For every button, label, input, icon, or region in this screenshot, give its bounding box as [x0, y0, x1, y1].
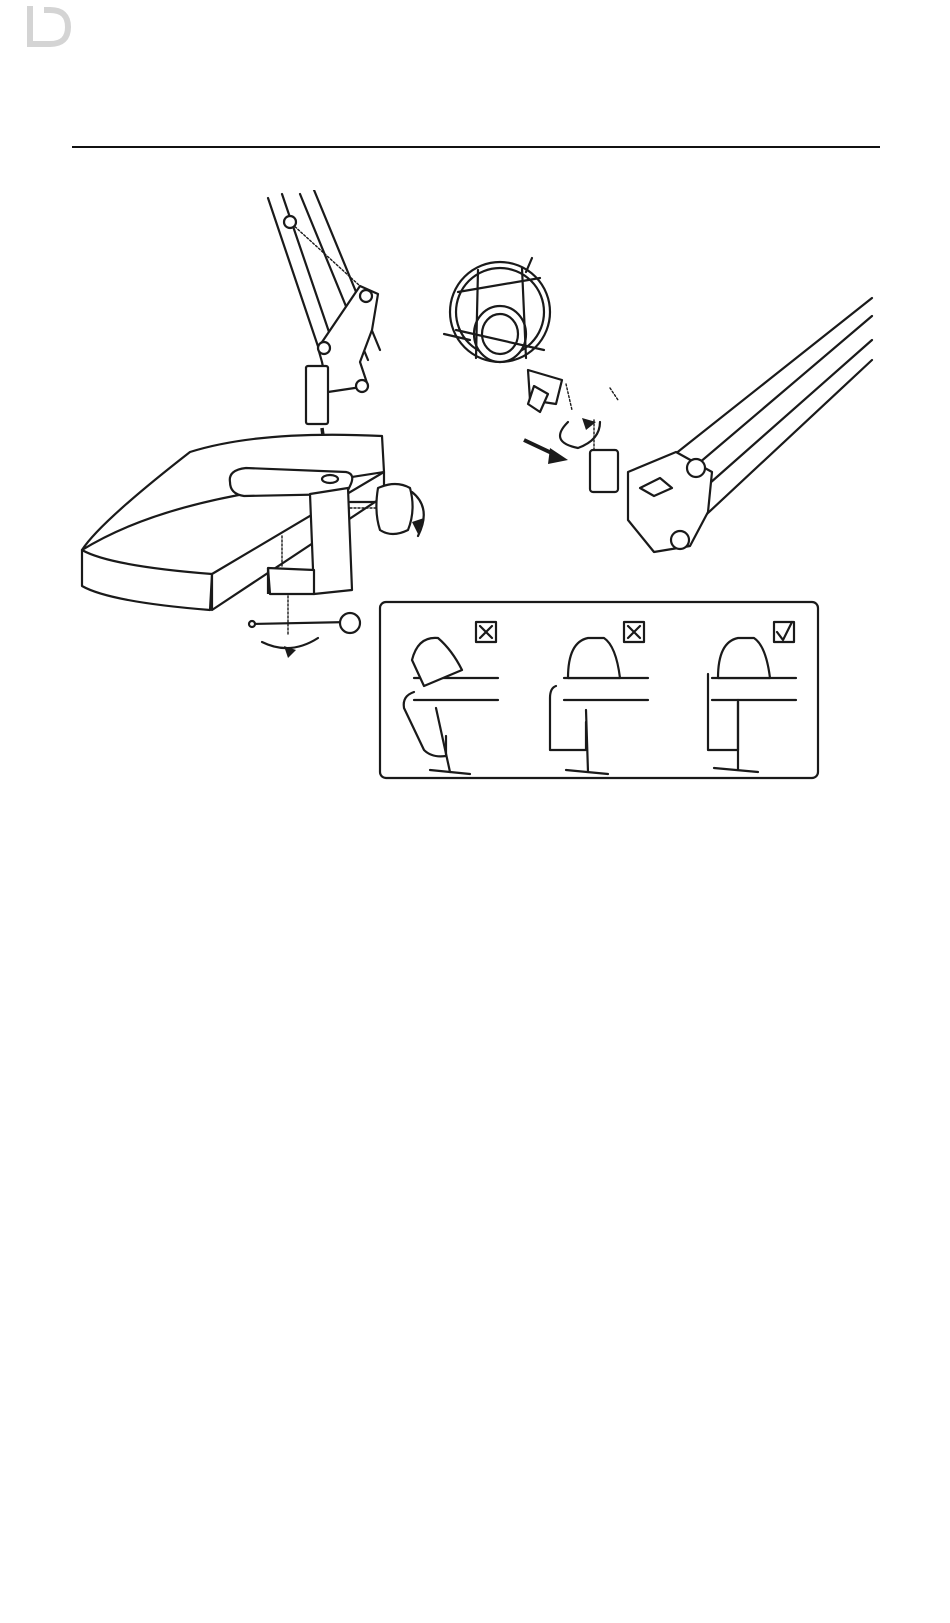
shock-mount-assembly — [444, 258, 872, 552]
header-divider — [72, 146, 880, 148]
clamp-placement-inset — [380, 602, 818, 778]
diagonal-arrow-icon — [548, 448, 568, 464]
assembly-illustration — [0, 190, 950, 810]
rotate-arrow-icon — [262, 638, 318, 648]
desk-clamp-assembly — [82, 190, 424, 658]
ld-brand-icon — [24, 6, 74, 48]
